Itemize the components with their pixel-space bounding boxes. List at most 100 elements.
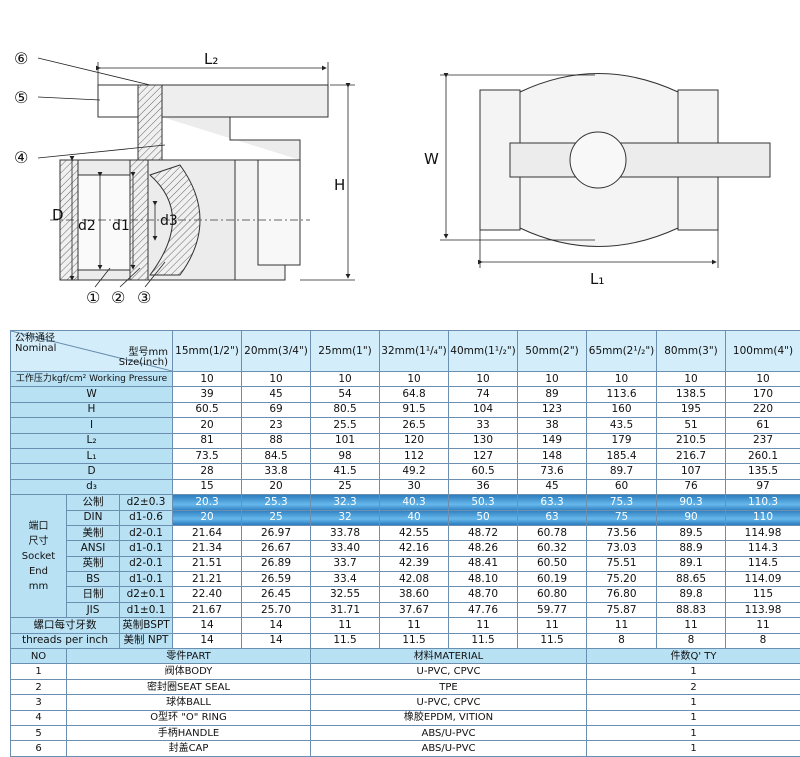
standard-label: BS <box>67 572 120 587</box>
cell: 26.67 <box>242 541 311 556</box>
cell: 20 <box>173 418 242 433</box>
cell: 120 <box>380 433 449 448</box>
cell: 113.6 <box>587 387 657 402</box>
cell: 160 <box>587 402 657 417</box>
cell: 40.3 <box>380 495 449 510</box>
cell: 14 <box>173 633 242 648</box>
cell: 10 <box>173 372 242 387</box>
cell: 40 <box>380 510 449 525</box>
cell: 42.39 <box>380 556 449 571</box>
cell: 48.10 <box>449 572 518 587</box>
dim-W: W <box>424 150 439 168</box>
col-header: 32mm(1¹/₄") <box>380 331 449 372</box>
cell: 60.78 <box>518 525 587 540</box>
cell: 114.5 <box>726 556 800 571</box>
col-header: 80mm(3") <box>657 331 726 372</box>
cell: 185.4 <box>587 448 657 463</box>
cell: 33.40 <box>311 541 380 556</box>
cell: 11.5 <box>518 633 587 648</box>
cell: 47.76 <box>449 602 518 617</box>
cell: 14 <box>173 618 242 633</box>
cell: 101 <box>311 433 380 448</box>
cell: 42.55 <box>380 525 449 540</box>
standard-label: ANSI <box>67 541 120 556</box>
cell: 73.6 <box>518 464 587 479</box>
cell: 88.9 <box>657 541 726 556</box>
cell: 76 <box>657 479 726 494</box>
cell: 38 <box>518 418 587 433</box>
cell: 33.4 <box>311 572 380 587</box>
param-label: d1-0.1 <box>120 541 173 556</box>
col-header: 100mm(4") <box>726 331 800 372</box>
part-material: 橡胶EPDM, VITION <box>311 710 587 725</box>
cell: 97 <box>726 479 800 494</box>
socket-label-line: 尺寸 <box>11 534 66 549</box>
standard-label: 日制 <box>67 587 120 602</box>
callout-6: ⑥ <box>14 49 28 68</box>
cell: 10 <box>518 372 587 387</box>
cell: 50 <box>449 510 518 525</box>
cell: 54 <box>311 387 380 402</box>
cell: 75.20 <box>587 572 657 587</box>
plan-view <box>480 74 770 247</box>
socket-label-line: Socket <box>11 549 66 564</box>
col-header: 40mm(1¹/₂") <box>449 331 518 372</box>
cell: 14 <box>242 633 311 648</box>
cell: 41.5 <box>311 464 380 479</box>
cell: 90.3 <box>657 495 726 510</box>
socket-label-line: End <box>11 564 66 579</box>
parts-no-header: NO <box>11 649 67 664</box>
cell: 45 <box>518 479 587 494</box>
cell: 11 <box>587 618 657 633</box>
cell: 50.3 <box>449 495 518 510</box>
pressure-label: 工作压力kgf/cm² Working Pressure <box>11 372 173 387</box>
cell: 91.5 <box>380 402 449 417</box>
dim-L2: L₂ <box>204 50 218 68</box>
section-view <box>50 85 328 280</box>
cell: 195 <box>657 402 726 417</box>
cell: 138.5 <box>657 387 726 402</box>
cell: 80.5 <box>311 402 380 417</box>
cell: 75.3 <box>587 495 657 510</box>
cell: 26.5 <box>380 418 449 433</box>
thread-std: 美制 NPT <box>120 633 173 648</box>
cell: 11 <box>657 618 726 633</box>
cell: 90 <box>657 510 726 525</box>
cell: 149 <box>518 433 587 448</box>
cell: 73.5 <box>173 448 242 463</box>
cell: 210.5 <box>657 433 726 448</box>
cell: 31.71 <box>311 602 380 617</box>
cell: 60.5 <box>449 464 518 479</box>
cell: 33.8 <box>242 464 311 479</box>
cell: 104 <box>449 402 518 417</box>
row-label: L₂ <box>11 433 173 448</box>
cell: 21.51 <box>173 556 242 571</box>
cell: 21.21 <box>173 572 242 587</box>
cell: 42.08 <box>380 572 449 587</box>
cell: 63.3 <box>518 495 587 510</box>
part-qty: 2 <box>587 679 800 694</box>
cell: 89.7 <box>587 464 657 479</box>
cell: 75 <box>587 510 657 525</box>
col-header: 25mm(1") <box>311 331 380 372</box>
cell: 45 <box>242 387 311 402</box>
cell: 60.19 <box>518 572 587 587</box>
cell: 26.59 <box>242 572 311 587</box>
cell: 107 <box>657 464 726 479</box>
cell: 135.5 <box>726 464 800 479</box>
parts-qty-header: 件数Q' TY <box>587 649 800 664</box>
cell: 89.5 <box>657 525 726 540</box>
param-label: d1-0.6 <box>120 510 173 525</box>
cell: 113.98 <box>726 602 800 617</box>
cell: 11 <box>380 618 449 633</box>
